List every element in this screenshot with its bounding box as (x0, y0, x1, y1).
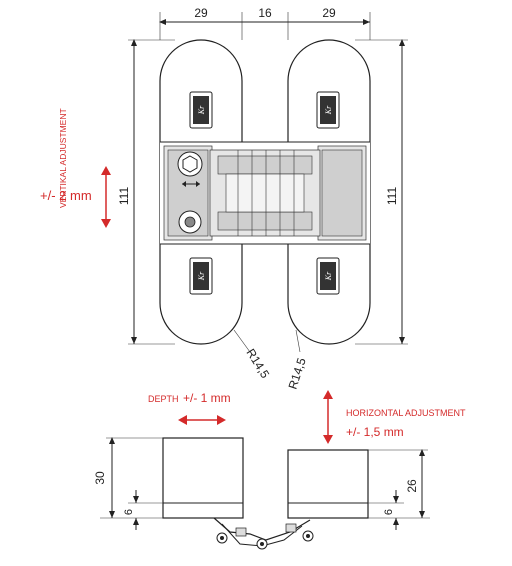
dim-radius-left: R14,5 (243, 346, 272, 381)
dim-right-height: 111 (385, 187, 399, 206)
svg-text:Kr: Kr (197, 271, 206, 281)
svg-text:Kr: Kr (324, 271, 333, 281)
left-height-dimension: 111 (117, 39, 175, 345)
top-dimensions: 29 16 29 (159, 6, 371, 40)
vertical-adjustment-value: +/- 2 mm (40, 188, 92, 203)
depth-value: +/- 1 mm (183, 391, 231, 405)
right-height-dimension: 111 (355, 39, 408, 345)
horizontal-adjustment-label: HORIZONTAL ADJUSTMENT (346, 408, 466, 418)
depth-label: DEPTH (148, 394, 179, 404)
logo-plate-icon: Kr (189, 257, 213, 295)
logo-plate-icon: Kr (316, 91, 340, 129)
red-double-arrow-icon (323, 390, 333, 444)
dim-bottom-left-height: 30 (93, 471, 107, 485)
svg-text:Kr: Kr (324, 105, 333, 115)
depth-annotation: DEPTH +/- 1 mm (148, 391, 231, 425)
linkage (213, 517, 314, 550)
red-double-arrow-icon (178, 415, 226, 425)
logo-plate-icon: Kr (316, 257, 340, 295)
horizontal-adjustment-annotation: HORIZONTAL ADJUSTMENT +/- 1,5 mm (323, 390, 466, 444)
dim-bottom-right-height: 26 (405, 479, 419, 493)
dim-top-right-width: 29 (322, 6, 336, 20)
logo-plate-icon: Kr (189, 91, 213, 129)
dim-bottom-right-small: 6 (383, 509, 395, 515)
vertical-adjustment-label: VERTIKAL ADJUSTMENT (58, 108, 68, 208)
dim-bottom-left-small: 6 (123, 509, 135, 515)
hex-screw-icon (178, 210, 202, 234)
red-double-arrow-icon (101, 166, 111, 228)
hex-screw-icon (177, 151, 203, 177)
hinge-mechanism (160, 141, 370, 245)
double-arrow-icon (182, 181, 200, 187)
vertical-adjustment-annotation: VERTIKAL ADJUSTMENT +/- 2 mm (40, 108, 111, 228)
radius-labels: R14,5 R14,5 (233, 329, 309, 391)
side-view: 30 6 26 6 (93, 437, 430, 550)
dim-top-center-gap: 16 (258, 6, 272, 20)
horizontal-adjustment-value: +/- 1,5 mm (346, 425, 404, 439)
svg-text:Kr: Kr (197, 105, 206, 115)
dim-radius-right: R14,5 (286, 356, 309, 391)
dim-left-height: 111 (117, 187, 131, 206)
dim-top-left-width: 29 (194, 6, 208, 20)
